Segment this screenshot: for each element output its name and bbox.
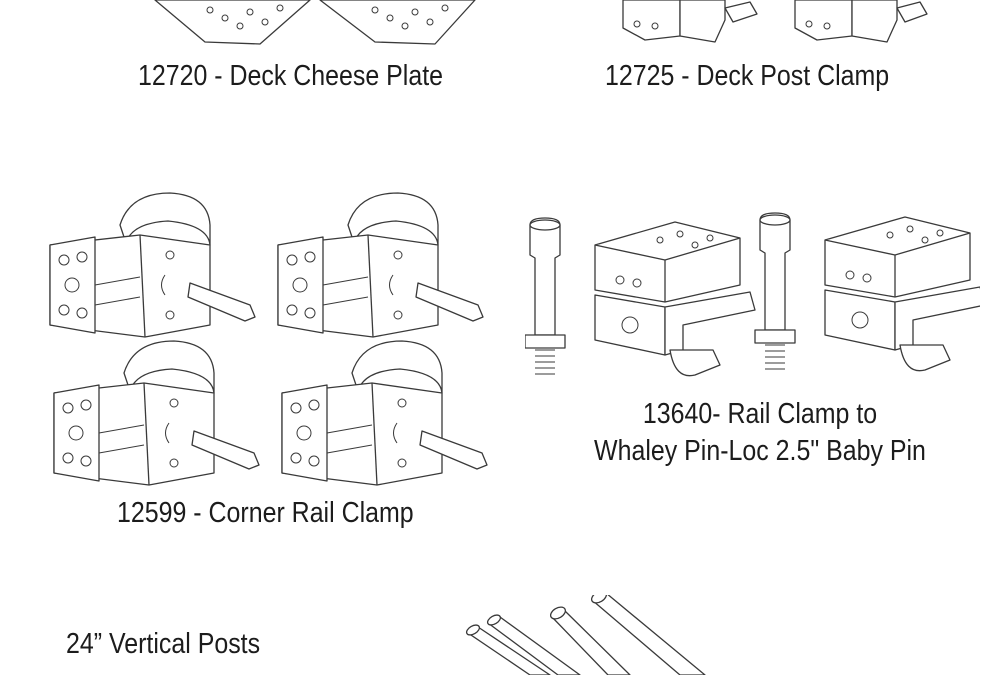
- caption-vertical-posts: 24” Vertical Posts: [66, 628, 261, 660]
- vertical-posts-illustration: [460, 595, 720, 675]
- deck-post-clamp-illustration: [615, 0, 935, 50]
- caption-line-1: 13640- Rail Clamp to: [642, 398, 878, 430]
- deck-cheese-plate-illustration: [150, 0, 480, 50]
- corner-rail-clamp-illustration: [40, 185, 510, 495]
- caption-corner-rail-clamp: 12599 - Corner Rail Clamp: [117, 497, 414, 529]
- caption-line-2: Whaley Pin-Loc 2.5" Baby Pin: [594, 435, 926, 467]
- caption-deck-cheese-plate: 12720 - Deck Cheese Plate: [138, 60, 444, 92]
- caption-rail-clamp-baby-pin: 13640- Rail Clamp to Whaley Pin-Loc 2.5"…: [588, 396, 932, 470]
- rail-clamp-baby-pin-illustration: [525, 195, 980, 395]
- caption-deck-post-clamp: 12725 - Deck Post Clamp: [605, 60, 890, 92]
